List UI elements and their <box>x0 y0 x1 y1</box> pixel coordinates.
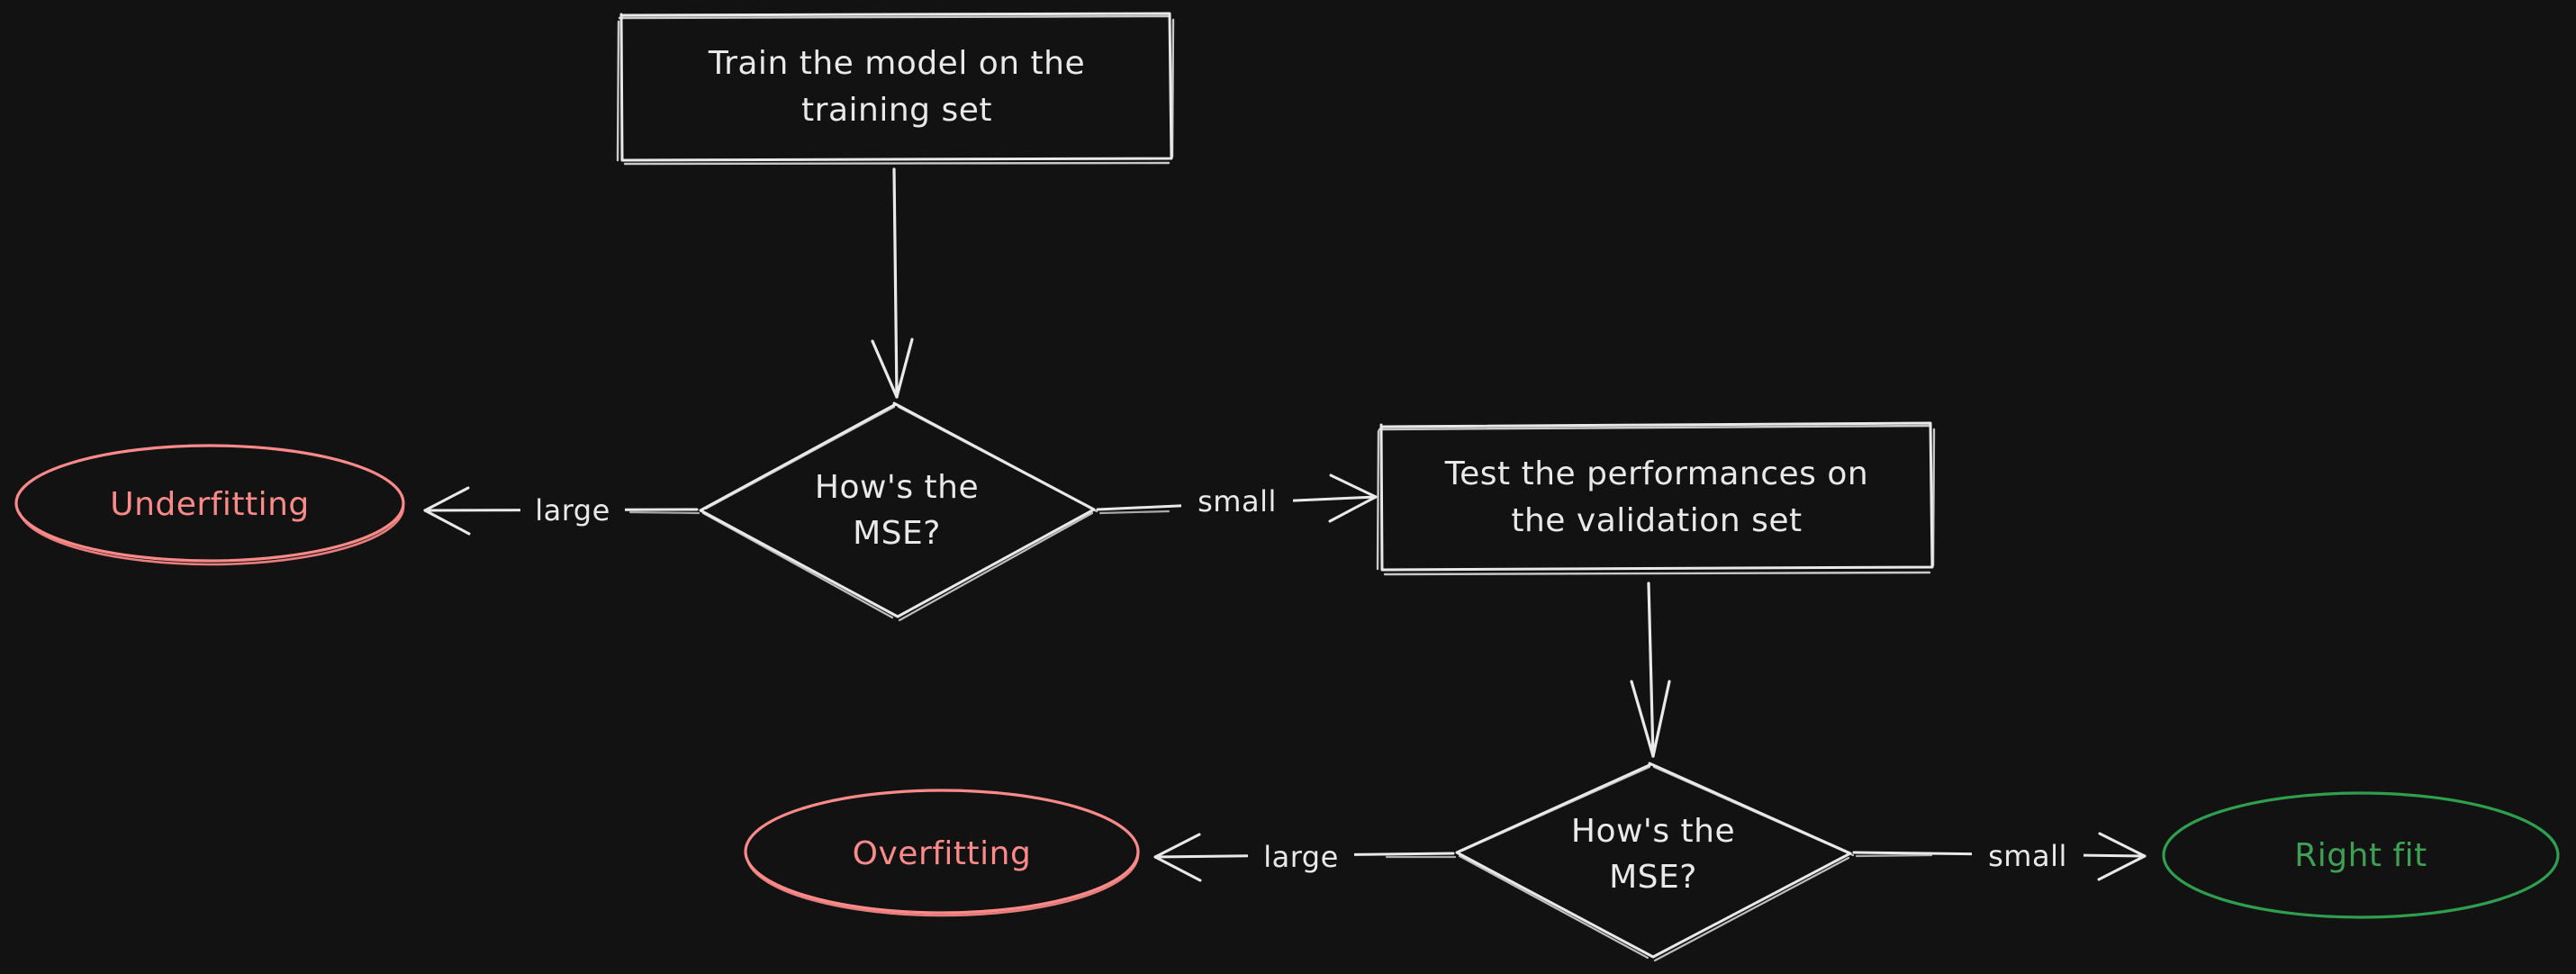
rightfit-label: Right fit <box>2294 837 2427 874</box>
edge-label-large-2: large <box>1263 840 1339 874</box>
edge-label-small-2: small <box>1988 839 2067 873</box>
edge-mse2-to-overfitting: large <box>1153 833 1457 882</box>
mse-diamond-2-line1: How's the <box>1571 813 1735 850</box>
mse-diamond-1-line1: How's the <box>815 469 979 506</box>
train-box-line1: Train the model on the <box>708 45 1085 82</box>
node-mse-diamond-1[interactable]: How's the MSE? <box>699 401 1098 622</box>
edge-label-bg-small-1 <box>1181 482 1293 523</box>
edge-mse1-to-underfitting: large <box>423 486 700 536</box>
edge-mse2-to-rightfit: small <box>1852 832 2147 881</box>
node-train-box[interactable]: Train the model on the training set <box>616 12 1175 166</box>
edge-label-bg-large-2 <box>1248 837 1354 879</box>
edge-label-small-1: small <box>1198 484 1277 519</box>
edge-test-to-mse2 <box>1630 582 1671 758</box>
node-mse-diamond-2[interactable]: How's the MSE? <box>1455 762 1855 962</box>
test-box-line2: the validation set <box>1511 502 1802 539</box>
node-rightfit-ellipse[interactable]: Right fit <box>2162 791 2560 919</box>
mse-diamond-1-line2: MSE? <box>853 515 941 552</box>
edge-train-to-mse1 <box>871 167 914 399</box>
train-box-line2: training set <box>801 92 992 129</box>
underfitting-label: Underfitting <box>110 486 310 523</box>
edge-mse1-to-test: small <box>1096 473 1378 523</box>
test-box-line1: Test the performances on <box>1444 455 1868 492</box>
edge-label-large-1: large <box>535 493 610 528</box>
overfitting-label: Overfitting <box>853 835 1032 872</box>
edge-label-bg-small-2 <box>1972 836 2083 878</box>
node-test-box[interactable]: Test the performances on the validation … <box>1376 421 1936 576</box>
edge-label-bg-large-1 <box>520 491 625 532</box>
node-underfitting-ellipse[interactable]: Underfitting <box>14 444 405 566</box>
node-overfitting-ellipse[interactable]: Overfitting <box>744 789 1140 917</box>
mse-diamond-2-line2: MSE? <box>1609 859 1697 896</box>
